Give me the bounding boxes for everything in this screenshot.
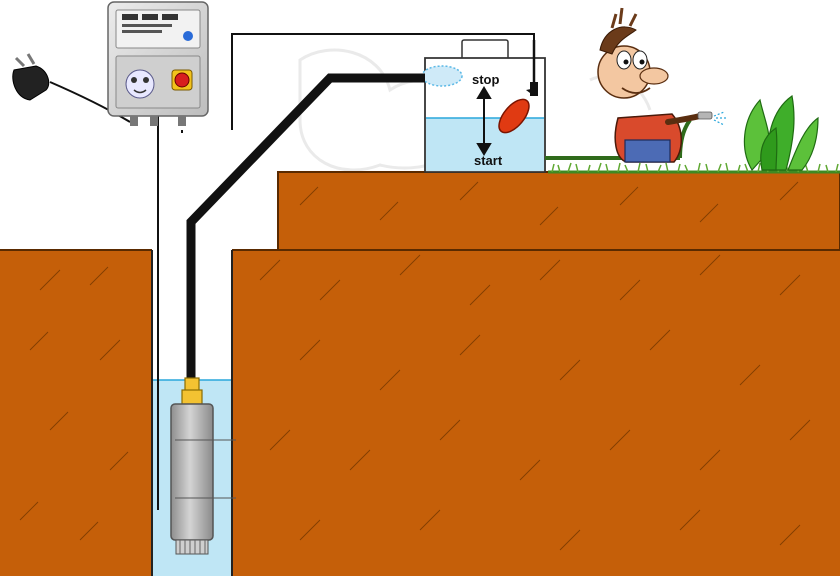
grass-strip [548, 162, 840, 174]
float-switch-icon [498, 98, 530, 134]
gardener-cartoon-icon [597, 7, 728, 163]
panel-main-switch [174, 72, 190, 88]
electric-cables [49, 33, 535, 510]
level-range-arrow [476, 86, 492, 156]
label-stop: stop [472, 72, 500, 87]
delivery-pipe [186, 73, 425, 392]
pump-control-panel-icon [107, 1, 209, 126]
water-inlet-spray [421, 65, 463, 87]
lettuce-plant-icon [743, 94, 819, 172]
lower-ground-soil [0, 250, 840, 576]
electric-plug-icon [12, 53, 50, 101]
raised-ground-soil [277, 171, 840, 251]
label-start: start [474, 153, 503, 168]
soil-hatching [19, 181, 811, 551]
submersible-pump-icon [170, 377, 236, 555]
